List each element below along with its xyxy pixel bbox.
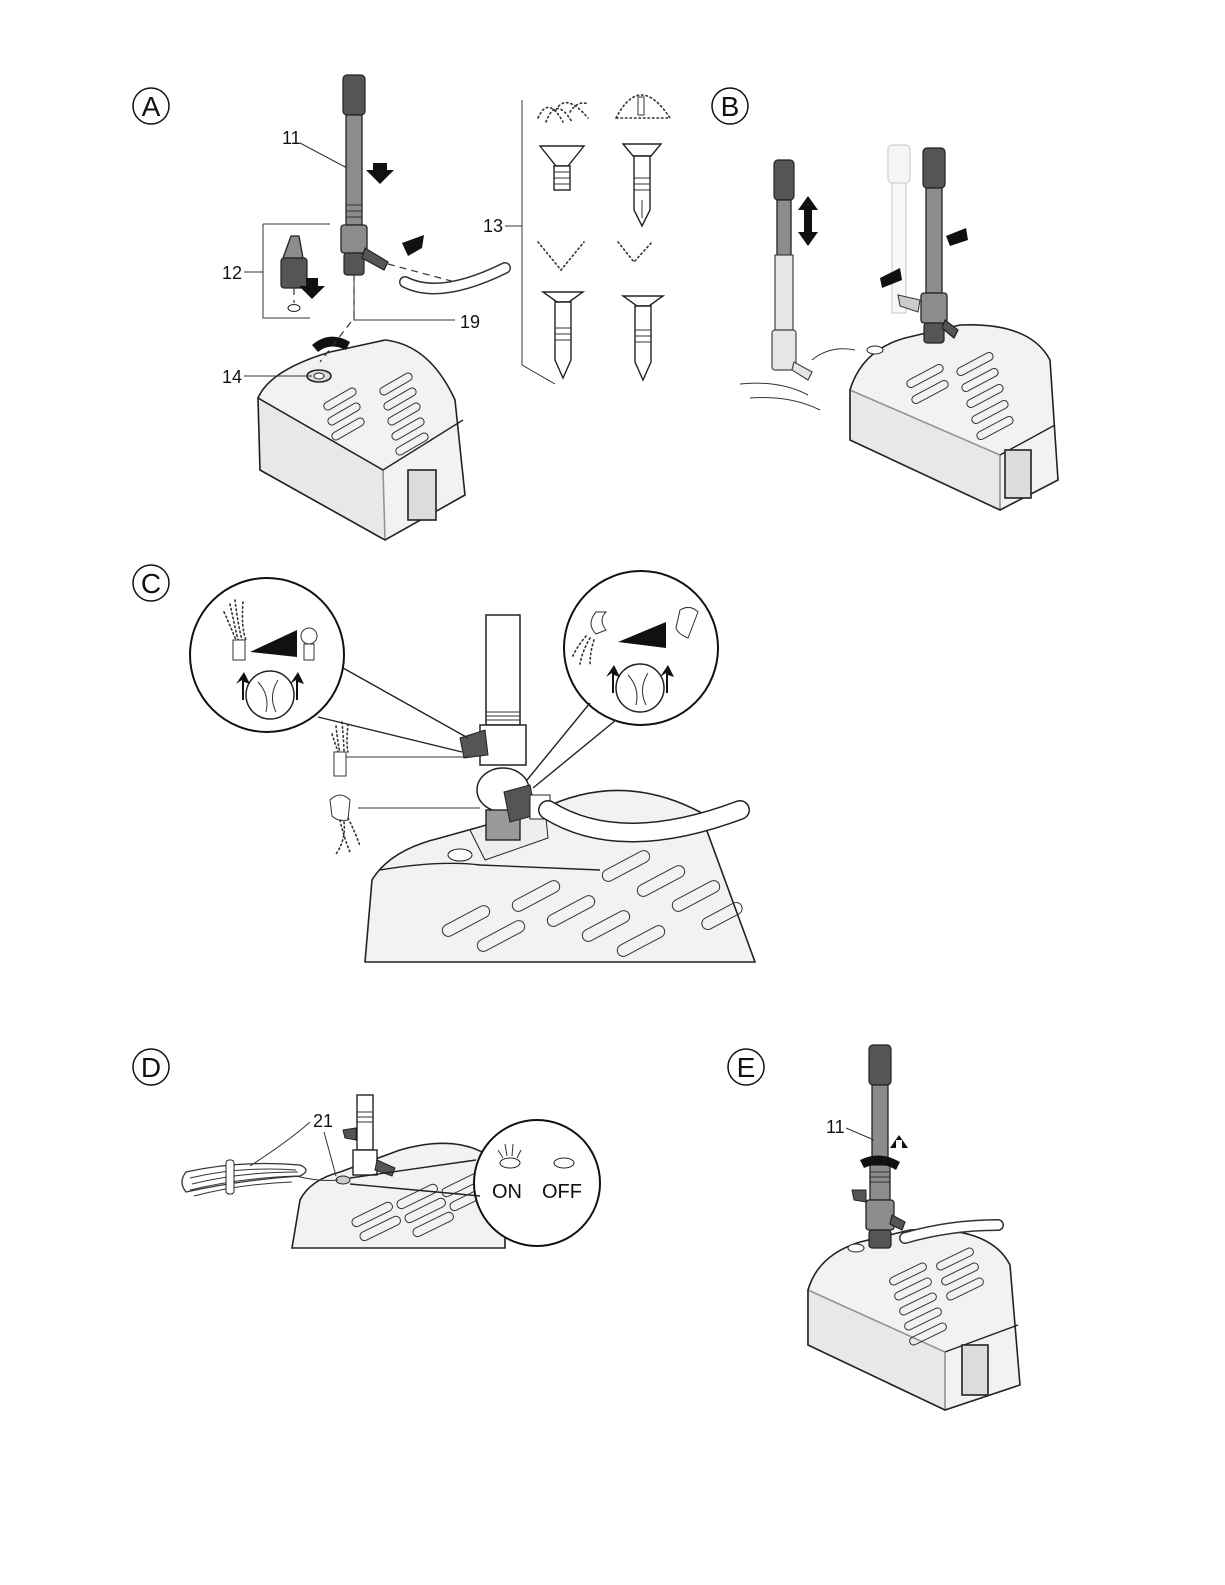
- spray-pattern-cone: [618, 242, 652, 262]
- panel-c: C: [133, 565, 755, 962]
- panel-b-letter: B: [721, 91, 740, 122]
- nozzle-cone: [623, 296, 663, 380]
- callout-11-e: 11: [826, 1117, 845, 1137]
- nozzle-tulip: [543, 292, 583, 378]
- switch-21: [336, 1176, 350, 1184]
- switch-on-icon: [500, 1158, 520, 1168]
- spray-pattern-tulip: [538, 242, 584, 270]
- panel-d: D: [133, 1049, 600, 1248]
- knob-right: [616, 664, 664, 712]
- spray-pattern-fountain: [538, 103, 588, 122]
- magnifier-left: [190, 578, 468, 752]
- tube-extended-b: [740, 160, 855, 410]
- magnifier-right: [527, 571, 718, 788]
- callout-11: 11: [282, 128, 301, 148]
- arrow-right-b: [946, 228, 968, 246]
- panel-a-letter: A: [142, 91, 161, 122]
- nozzle-set-13: 13: [483, 95, 670, 384]
- callout-19: 19: [460, 312, 480, 332]
- arrow-up-e: [890, 1135, 908, 1148]
- pump-housing-b: [850, 325, 1058, 510]
- panel-a: A: [133, 75, 505, 540]
- callout-12: 12: [222, 263, 242, 283]
- diverter-c: [460, 615, 550, 840]
- nozzle-fountain: [540, 146, 584, 190]
- panel-d-letter: D: [141, 1052, 161, 1083]
- callout-14: 14: [222, 367, 242, 387]
- spray-low-icon: [301, 628, 317, 644]
- switch-on-label: ON: [492, 1181, 522, 1203]
- switch-off-icon: [554, 1158, 574, 1168]
- switch-off-label: OFF: [542, 1181, 582, 1203]
- knob-left: [246, 671, 294, 719]
- panel-b: B: [712, 88, 1058, 510]
- panel-e: E: [728, 1045, 1020, 1410]
- callout-13: 13: [483, 216, 503, 236]
- telescopic-tube-e: [852, 1045, 905, 1248]
- tube-ghost-b: [888, 145, 910, 313]
- panel-c-letter: C: [141, 568, 161, 599]
- arrow-up-down-b: [798, 196, 818, 246]
- panel-e-letter: E: [737, 1052, 756, 1083]
- nozzle-bell: [623, 144, 661, 226]
- callout-21: 21: [313, 1111, 333, 1131]
- pump-housing-a: [258, 340, 465, 540]
- arrow-press-a: [402, 235, 424, 256]
- pump-housing-e: [808, 1229, 1020, 1410]
- arrow-down-a: [366, 163, 394, 184]
